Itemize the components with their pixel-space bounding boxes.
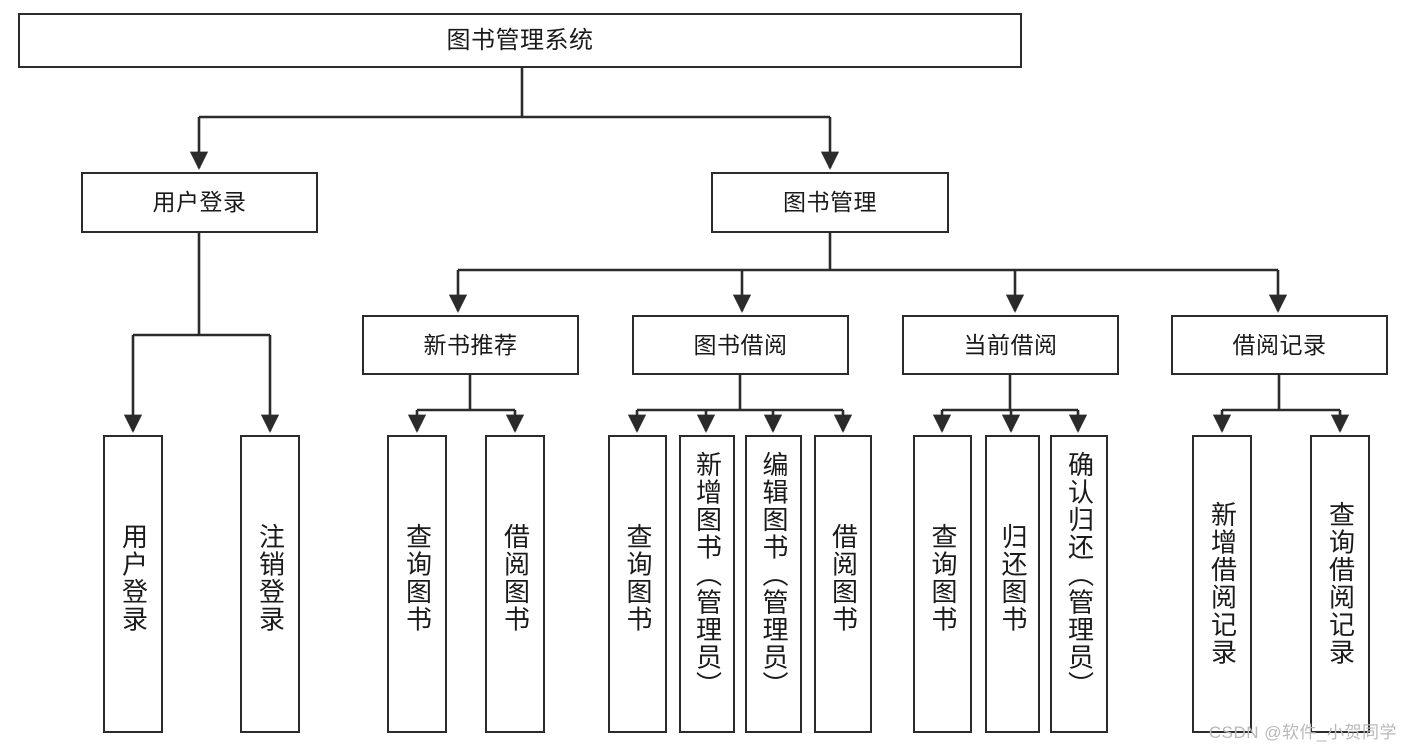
node-root-system[interactable]: 图书管理系统 <box>18 13 1022 68</box>
node-label: 查询图书 <box>623 523 654 633</box>
node-label: 当前借阅 <box>963 331 1058 358</box>
leaf-user-login-login[interactable]: 用户登录 <box>103 435 163 733</box>
node-book-management[interactable]: 图书管理 <box>711 172 949 233</box>
leaf-book-borrow-query[interactable]: 查询图书 <box>608 435 667 733</box>
node-label: 编辑图书（管理员） <box>759 451 790 699</box>
leaf-current-borrow-query[interactable]: 查询图书 <box>913 435 972 733</box>
leaf-user-login-logout[interactable]: 注销登录 <box>240 435 300 733</box>
node-label: 借阅图书 <box>500 523 531 633</box>
node-label: 新书推荐 <box>423 331 518 358</box>
node-label: 借阅图书 <box>828 523 859 633</box>
leaf-new-book-query[interactable]: 查询图书 <box>387 435 447 733</box>
node-label: 图书管理系统 <box>446 26 594 54</box>
leaf-new-book-borrow[interactable]: 借阅图书 <box>485 435 545 733</box>
leaf-borrow-record-add[interactable]: 新增借阅记录 <box>1192 435 1252 733</box>
node-new-book-recommendation[interactable]: 新书推荐 <box>362 315 579 375</box>
leaf-book-borrow-add[interactable]: 新增图书（管理员） <box>679 435 735 733</box>
leaf-book-borrow-borrow[interactable]: 借阅图书 <box>814 435 872 733</box>
node-current-borrowing[interactable]: 当前借阅 <box>902 315 1119 375</box>
leaf-current-borrow-return[interactable]: 归还图书 <box>985 435 1040 733</box>
node-label: 查询借阅记录 <box>1325 501 1356 666</box>
node-label: 确认归还（管理员） <box>1064 451 1095 699</box>
node-label: 用户登录 <box>152 189 247 216</box>
node-label: 新增图书（管理员） <box>692 451 723 699</box>
node-label: 注销登录 <box>255 523 286 633</box>
node-label: 新增借阅记录 <box>1207 501 1238 666</box>
node-borrowing-record[interactable]: 借阅记录 <box>1171 315 1388 375</box>
node-label: 图书借阅 <box>693 331 788 358</box>
leaf-current-borrow-confirm-return[interactable]: 确认归还（管理员） <box>1050 435 1108 733</box>
leaf-book-borrow-edit[interactable]: 编辑图书（管理员） <box>745 435 802 733</box>
node-label: 归还图书 <box>998 523 1029 633</box>
node-label: 查询图书 <box>928 523 959 633</box>
leaf-borrow-record-query[interactable]: 查询借阅记录 <box>1310 435 1370 733</box>
node-user-login[interactable]: 用户登录 <box>81 172 318 233</box>
node-label: 图书管理 <box>783 189 877 216</box>
node-label: 用户登录 <box>118 523 149 633</box>
csdn-watermark: CSDN @软件_小贺同学 <box>1208 723 1397 742</box>
node-label: 借阅记录 <box>1232 331 1327 358</box>
node-book-borrowing[interactable]: 图书借阅 <box>632 315 849 375</box>
node-label: 查询图书 <box>402 523 433 633</box>
